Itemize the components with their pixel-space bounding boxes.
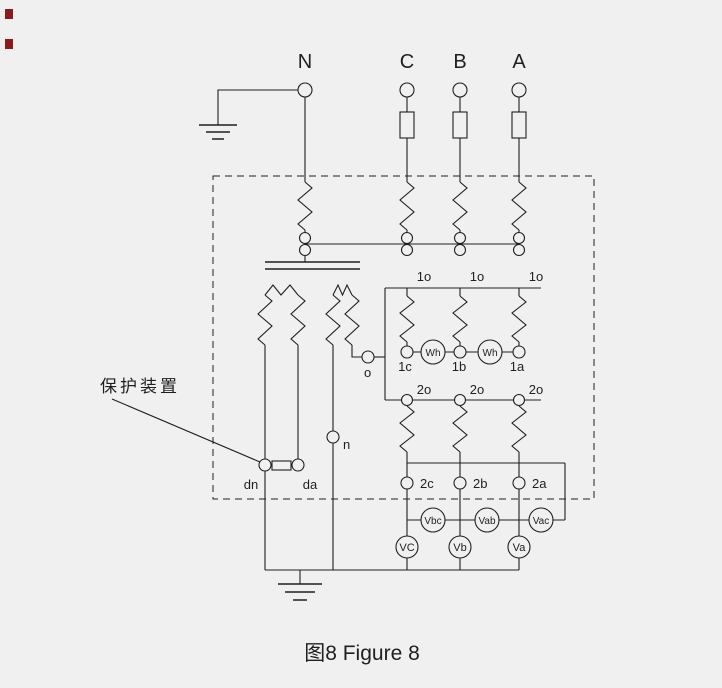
primary-link-bus xyxy=(298,231,526,262)
phase-label-n: N xyxy=(298,51,312,73)
secondary-group-1: 1o 1o 1o Wh Wh 1c 1b 1a xyxy=(385,269,543,374)
phase-voltmeter-row: VC Vb Va xyxy=(395,535,531,570)
wh-meter-1-label: Wh xyxy=(426,348,441,359)
top-earth-symbol xyxy=(199,89,298,140)
neutral-winding xyxy=(325,283,385,570)
terminal-2o-b xyxy=(453,393,467,407)
label-2b: 2b xyxy=(473,476,487,491)
wh-meter-1 xyxy=(420,339,446,365)
terminal-1c xyxy=(400,345,414,359)
voltmeter-vac xyxy=(528,507,554,533)
voltmeter-vc-label: VC xyxy=(399,542,414,554)
terminal-2o-a xyxy=(512,393,526,407)
label-dn: dn xyxy=(244,477,258,492)
protection-element xyxy=(271,460,292,471)
label-1o-1: 1o xyxy=(417,269,431,284)
wh-meter-2-label: Wh xyxy=(483,348,498,359)
core-symbol xyxy=(265,261,360,270)
protection-device xyxy=(258,458,305,570)
voltmeter-va-label: Va xyxy=(513,542,527,554)
label-2a: 2a xyxy=(532,476,547,491)
terminal-neutral-n xyxy=(326,430,340,444)
terminal-2b xyxy=(453,476,467,490)
phase-label-b: B xyxy=(453,51,466,73)
scan-artifact-marks xyxy=(5,9,13,49)
residual-winding xyxy=(257,284,306,459)
terminal-2a xyxy=(512,476,526,490)
terminal-common-o xyxy=(361,350,375,364)
label-2o-3: 2o xyxy=(529,382,543,397)
label-n: n xyxy=(343,437,350,452)
terminal-2c xyxy=(400,476,414,490)
fuse-c xyxy=(399,111,415,139)
figure-title: 图8 Figure 8 xyxy=(304,642,420,665)
protection-leader-line xyxy=(111,398,261,463)
label-1o-3: 1o xyxy=(529,269,543,284)
phase-label-c: C xyxy=(400,51,414,73)
terminal-b xyxy=(452,82,468,98)
secondary-group-2: 2o 2o 2o 2c 2b 2a xyxy=(385,382,565,491)
terminal-1b xyxy=(453,345,467,359)
terminal-a xyxy=(511,82,527,98)
label-2o-2: 2o xyxy=(470,382,484,397)
phase-label-a: A xyxy=(512,51,526,73)
voltmeter-vbc xyxy=(420,507,446,533)
label-2o-1: 2o xyxy=(417,382,431,397)
terminal-1a xyxy=(512,345,526,359)
protection-annotation: 保护装置 xyxy=(100,377,180,396)
voltmeter-vab xyxy=(474,507,500,533)
voltmeter-vbc-label: Vbc xyxy=(424,516,441,527)
wh-meter-2 xyxy=(477,339,503,365)
transformer-enclosure xyxy=(212,175,595,500)
label-o: o xyxy=(364,365,371,380)
top-terminals xyxy=(297,82,527,98)
terminal-n xyxy=(297,82,313,98)
voltmeter-vac-label: Vac xyxy=(533,516,550,527)
label-da: da xyxy=(303,477,318,492)
label-1c: 1c xyxy=(398,359,412,374)
bottom-earth xyxy=(265,569,519,601)
voltmeter-vab-label: Vab xyxy=(478,516,495,527)
label-1a: 1a xyxy=(510,359,525,374)
terminal-2o-c xyxy=(400,393,414,407)
label-2c: 2c xyxy=(420,476,434,491)
terminal-da xyxy=(291,458,305,472)
phase-labels: N C B A xyxy=(298,51,527,73)
line-voltmeter-row: Vbc Vab Vac xyxy=(406,463,566,536)
label-1o-2: 1o xyxy=(470,269,484,284)
voltmeter-vb-label: Vb xyxy=(453,542,466,554)
phase-feeders xyxy=(304,97,527,182)
primary-windings xyxy=(297,181,527,233)
terminal-dn xyxy=(258,458,272,472)
terminal-c xyxy=(399,82,415,98)
fuse-b xyxy=(452,111,468,139)
fuse-a xyxy=(511,111,527,139)
label-1b: 1b xyxy=(452,359,466,374)
